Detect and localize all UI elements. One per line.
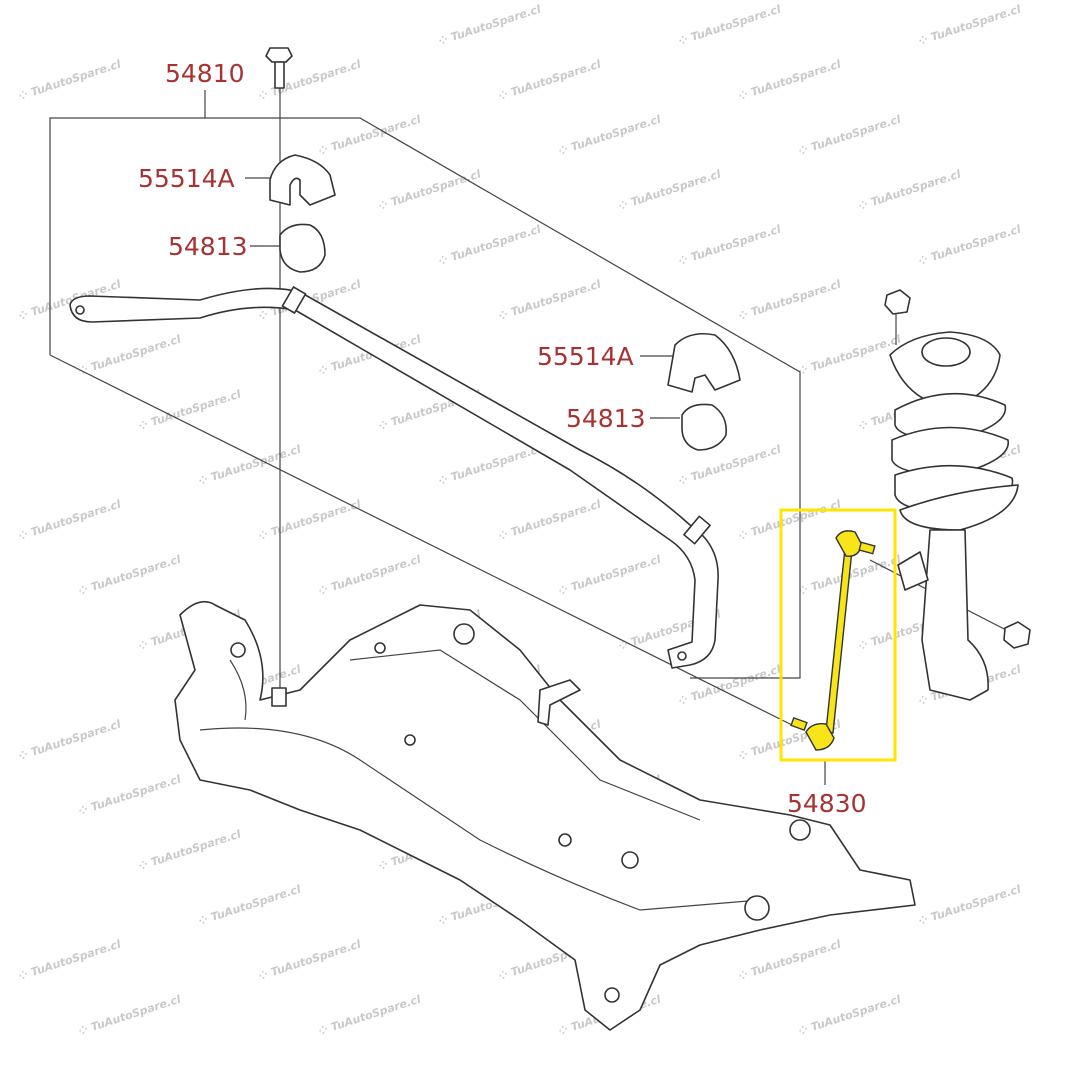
- strut-assembly: [884, 289, 1031, 701]
- label-55514a-upper: 55514A: [138, 164, 235, 193]
- bolt: [265, 47, 293, 89]
- subframe-crossmember: [174, 600, 916, 1031]
- bracket-55514a-lower: [667, 332, 741, 393]
- label-54810: 54810: [165, 59, 245, 88]
- bracket-55514a-upper: [269, 154, 336, 206]
- label-54830: 54830: [787, 789, 867, 818]
- highlight-box-54830: [779, 508, 897, 762]
- label-54813-lower: 54813: [566, 404, 646, 433]
- bushing-54813-lower: [681, 403, 728, 451]
- label-55514a-lower: 55514A: [537, 342, 634, 371]
- stabilizer-link-54830[interactable]: [790, 530, 876, 751]
- bushing-54813-upper: [279, 223, 326, 273]
- stabilizer-bar-54810: [69, 286, 719, 669]
- label-54813-upper: 54813: [168, 232, 248, 261]
